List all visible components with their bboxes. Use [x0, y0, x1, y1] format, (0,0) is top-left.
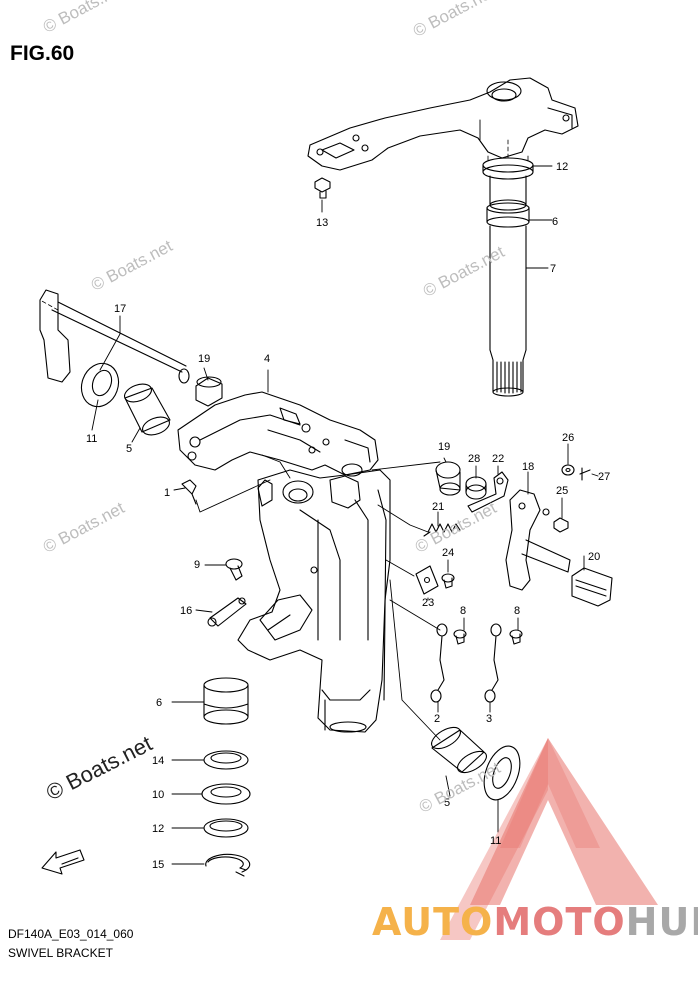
- washer-right: [483, 745, 521, 801]
- callout: 4: [264, 353, 270, 365]
- clamp-bracket: [237, 463, 391, 733]
- lever-22: [467, 471, 509, 513]
- callout: 8: [460, 605, 466, 617]
- bushing-left: [124, 383, 171, 436]
- washer-12: [203, 818, 249, 838]
- callout: 13: [316, 217, 328, 229]
- lead-wire-3: [484, 623, 502, 703]
- washer-10: [201, 783, 251, 805]
- callout: 23: [422, 597, 434, 609]
- callout: 3: [486, 713, 492, 725]
- bolt-9: [225, 558, 243, 581]
- pad-20: [571, 567, 613, 607]
- lock-arm-18: [505, 489, 571, 591]
- washer-14: [203, 750, 249, 770]
- callout: 21: [432, 501, 444, 513]
- tilt-tube: [39, 289, 190, 384]
- swivel-bracket: [177, 391, 379, 476]
- automotohub-logo: AUTOMOTOHUB: [372, 900, 698, 944]
- callout: 16: [180, 605, 192, 617]
- snap-ring-15: [205, 853, 251, 877]
- figure-title: FIG.60: [10, 42, 75, 65]
- thrust-washer: [80, 362, 120, 408]
- logo-auto: AUTO: [372, 900, 494, 944]
- callout: 12: [556, 161, 568, 173]
- callout: 11: [86, 433, 97, 445]
- callout: 8: [514, 605, 520, 617]
- callout: 12: [152, 823, 164, 835]
- pin-16: [207, 597, 247, 627]
- fwd-arrow-icon: [41, 849, 85, 875]
- callout: 19: [198, 353, 210, 365]
- bushing-right: [431, 726, 487, 774]
- callout: 24: [442, 547, 454, 559]
- spring-21: [423, 523, 461, 537]
- callout: 11: [490, 835, 501, 847]
- washer-26: [561, 464, 575, 476]
- bolt-1: [181, 479, 197, 505]
- bushing-19-right: [435, 461, 461, 496]
- figure-name: SWIVEL BRACKET: [8, 946, 113, 960]
- logo-triangle-icon: [440, 738, 658, 940]
- callout-labels: 12 6 7 13 17 19 4 11 5 1 19 28 22 26 27 …: [86, 161, 610, 871]
- callout: 2: [434, 713, 440, 725]
- bushing-6-lower: [203, 677, 249, 725]
- callout: 25: [556, 485, 568, 497]
- callout: 6: [552, 216, 558, 228]
- bracket-23: [415, 565, 439, 595]
- bolt-24: [441, 573, 455, 589]
- steering-shaft: [482, 157, 534, 397]
- callout: 26: [562, 432, 574, 444]
- grease-nipple: [314, 177, 331, 199]
- callout: 1: [164, 487, 170, 499]
- callout: 18: [522, 461, 534, 473]
- callout: 5: [444, 797, 450, 809]
- steering-arm: [307, 77, 579, 171]
- callout: 20: [588, 551, 600, 563]
- callout: 22: [492, 453, 504, 465]
- nut-25: [553, 517, 569, 533]
- lead-wire-2: [430, 623, 448, 703]
- callout: 10: [152, 789, 164, 801]
- callout: 28: [468, 453, 480, 465]
- collar-28: [465, 476, 487, 500]
- figure-code: DF140A_E03_014_060: [8, 927, 134, 941]
- bolt-8b: [509, 629, 523, 645]
- callout: 15: [152, 859, 164, 871]
- callout: 5: [126, 443, 132, 455]
- callout: 14: [152, 755, 164, 767]
- callout: 27: [598, 471, 610, 483]
- pin-27: [579, 467, 591, 481]
- logo-moto: MOTO: [493, 900, 626, 944]
- callout: 9: [194, 559, 200, 571]
- callout: 19: [438, 441, 450, 453]
- callout: 7: [550, 263, 556, 275]
- bolt-8a: [453, 629, 467, 645]
- logo-hub: HUB: [625, 900, 698, 944]
- callout: 6: [156, 697, 162, 709]
- callout: 17: [114, 303, 126, 315]
- bushing-19: [195, 376, 223, 407]
